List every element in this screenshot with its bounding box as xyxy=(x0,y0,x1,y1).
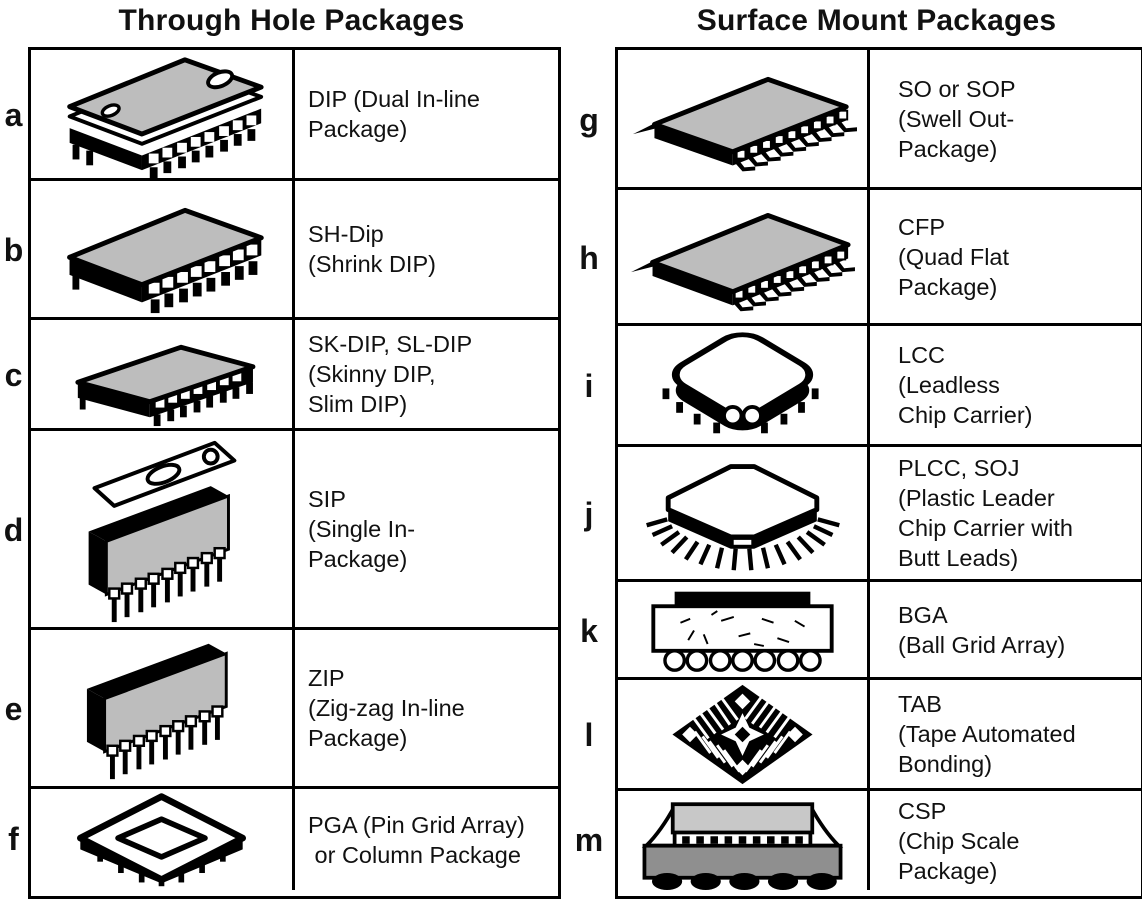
package-description: ZIP (Zig-zag In-line Package) xyxy=(308,665,465,751)
row-letter: h xyxy=(579,239,599,276)
lcc-package-icon xyxy=(662,332,819,434)
row-letter: c xyxy=(4,357,23,393)
package-description: BGA (Ball Grid Array) xyxy=(898,601,1066,658)
package-description: PLCC, SOJ (Plastic Leader Chip Carrier w… xyxy=(898,455,1073,571)
sh-dip-package-icon xyxy=(67,207,264,314)
zip-package-icon xyxy=(86,643,228,781)
package-description: SH-Dip (Shrink DIP) xyxy=(308,221,436,277)
row-letter: m xyxy=(574,822,604,858)
surface-mount-title: Surface Mount Packages xyxy=(696,4,1057,37)
package-description: PGA (Pin Grid Array) or Column Package xyxy=(308,811,525,868)
surface-mount-table: SO or SOP (Swell Out- Package) CFP (Quad… xyxy=(615,47,1142,899)
table-row: CSP (Chip Scale Package) xyxy=(618,791,1141,890)
package-description: CFP (Quad Flat Package) xyxy=(898,213,1010,300)
right-row-letters: g h i j k l m xyxy=(566,50,612,890)
package-description: SIP (Single In- Package) xyxy=(308,486,416,572)
row-letter: i xyxy=(584,368,594,404)
row-letter: e xyxy=(4,691,23,727)
package-description: TAB (Tape Automated Bonding) xyxy=(898,691,1076,777)
table-row: PLCC, SOJ (Plastic Leader Chip Carrier w… xyxy=(618,447,1141,582)
table-row: DIP (Dual In-line Package) xyxy=(31,50,558,181)
dip-package-icon xyxy=(67,57,264,178)
table-row: LCC (Leadless Chip Carrier) xyxy=(618,326,1141,447)
table-row: SO or SOP (Swell Out- Package) xyxy=(618,50,1141,190)
package-description: DIP (Dual In-line Package) xyxy=(308,86,480,142)
sk-dip-package-icon xyxy=(75,344,256,427)
table-row: SK-DIP, SL-DIP (Skinny DIP, Slim DIP) xyxy=(31,320,558,431)
package-description: CSP (Chip Scale Package) xyxy=(898,797,1020,884)
table-row: PGA (Pin Grid Array) or Column Package xyxy=(31,789,558,890)
cfp-package-icon xyxy=(631,212,856,313)
package-description: SO or SOP (Swell Out- Package) xyxy=(898,75,1016,162)
left-row-letters: a b c d e f xyxy=(0,50,27,890)
so-sop-package-icon xyxy=(632,76,858,173)
bga-package-icon xyxy=(651,591,834,672)
plcc-soj-package-icon xyxy=(646,464,840,571)
tab-package-icon xyxy=(672,684,813,785)
row-letter: a xyxy=(4,97,23,133)
package-description: SK-DIP, SL-DIP (Skinny DIP, Slim DIP) xyxy=(308,331,473,417)
row-letter: f xyxy=(8,821,19,857)
package-description: LCC (Leadless Chip Carrier) xyxy=(898,342,1033,428)
sip-package-icon xyxy=(88,440,237,624)
row-letter: b xyxy=(3,232,24,268)
table-row: SIP (Single In- Package) xyxy=(31,431,558,630)
table-row: SH-Dip (Shrink DIP) xyxy=(31,181,558,320)
row-letter: k xyxy=(580,612,598,649)
row-letter: g xyxy=(579,101,599,138)
through-hole-table: DIP (Dual In-line Package) SH-Dip (Shrin… xyxy=(28,47,561,899)
pga-package-icon xyxy=(77,793,246,887)
row-letter: l xyxy=(584,717,594,753)
csp-package-icon xyxy=(641,802,844,890)
row-letter: j xyxy=(584,496,594,532)
table-row: CFP (Quad Flat Package) xyxy=(618,190,1141,326)
row-letter: d xyxy=(3,512,24,548)
table-row: TAB (Tape Automated Bonding) xyxy=(618,680,1141,791)
table-row: BGA (Ball Grid Array) xyxy=(618,582,1141,680)
through-hole-title: Through Hole Packages xyxy=(118,4,465,37)
table-row: ZIP (Zig-zag In-line Package) xyxy=(31,630,558,789)
